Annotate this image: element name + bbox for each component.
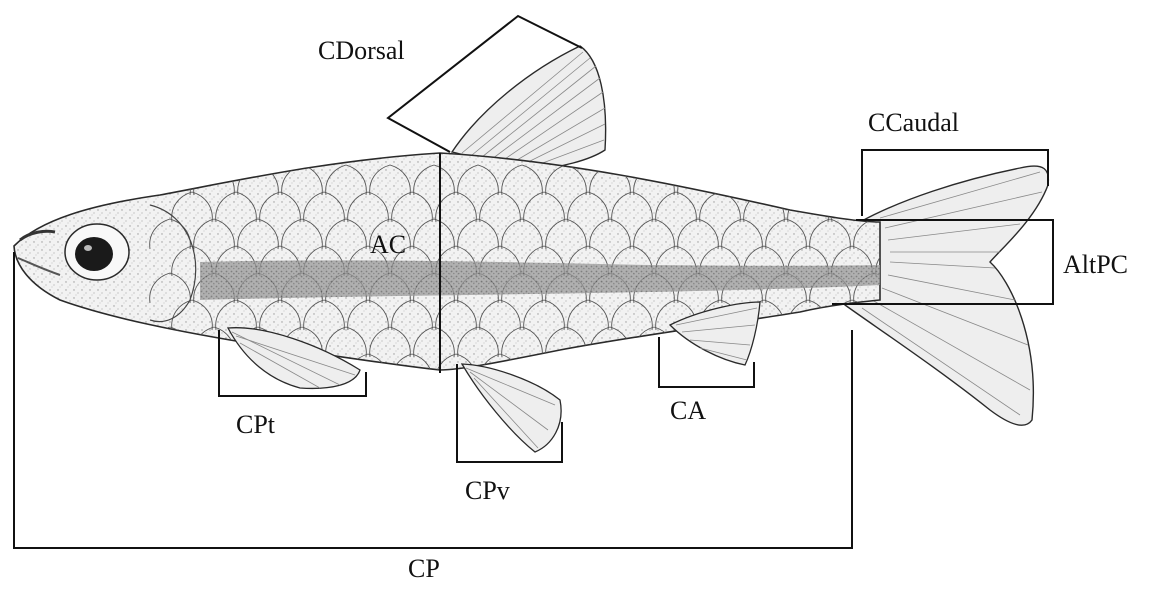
fish-body <box>14 153 916 384</box>
pelvic-fin-length-label: CPv <box>465 478 510 504</box>
standard-length-label: CP <box>408 556 440 582</box>
pectoral-fin-length-label: CPt <box>236 412 275 438</box>
caudal-fin-length-label: CCaudal <box>868 110 959 136</box>
dorsal-fin-length-label: CDorsal <box>318 38 405 64</box>
body-height-label: AC <box>370 232 406 258</box>
anal-fin-length-label: CA <box>670 398 706 424</box>
eye <box>65 224 129 280</box>
pelvic-fin <box>462 364 561 452</box>
caudal-peduncle-height-label: AltPC <box>1063 252 1128 278</box>
dorsal-fin <box>452 46 606 170</box>
